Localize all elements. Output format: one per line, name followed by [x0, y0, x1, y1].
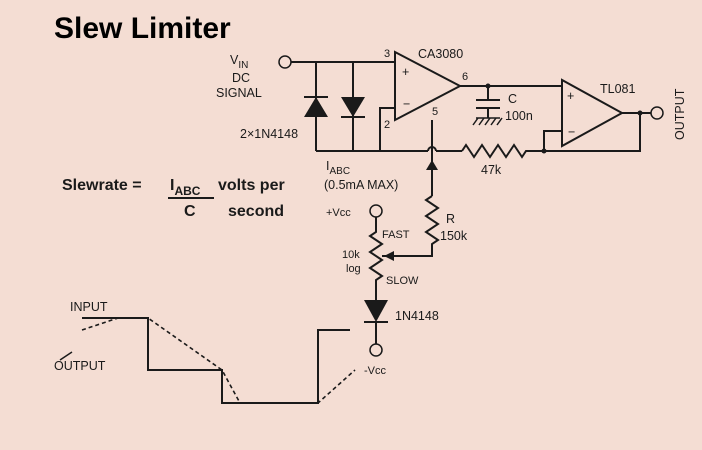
input-terminal — [278, 55, 292, 69]
ota-label: CA3080 — [418, 47, 463, 61]
ota-ca3080: + − — [394, 50, 463, 122]
svg-text:volts per: volts per — [218, 177, 285, 194]
diode-bottom — [364, 300, 388, 344]
feedback-wire — [543, 113, 641, 152]
svg-text:IABC: IABC — [170, 177, 201, 198]
svg-text:SIGNAL: SIGNAL — [216, 86, 262, 100]
svg-text:(0.5mA MAX): (0.5mA MAX) — [324, 178, 398, 192]
svg-text:DC: DC — [232, 71, 250, 85]
diode-bottom-label: 1N4148 — [395, 309, 439, 323]
pot-fast-label: FAST — [382, 229, 410, 241]
waveform-output-label: OUTPUT — [54, 359, 106, 373]
opamp-label: TL081 — [600, 82, 635, 96]
svg-text:second: second — [228, 203, 284, 220]
svg-text:+: + — [567, 89, 574, 103]
pot-slow-label: SLOW — [386, 275, 419, 287]
capacitor-c — [472, 86, 503, 126]
page-title: Slew Limiter — [54, 12, 231, 45]
iabc-arrow — [426, 160, 438, 170]
svg-text:+: + — [402, 65, 409, 79]
output-label: OUTPUT — [673, 88, 687, 140]
vcc-neg-label: -Vcc — [364, 365, 387, 377]
slewrate-formula: Slewrate = IABC C volts per second — [62, 177, 285, 220]
svg-text:−: − — [403, 97, 410, 111]
pin-6: 6 — [462, 71, 468, 83]
capacitor-label: C — [508, 92, 517, 106]
vcc-neg-terminal — [369, 343, 383, 357]
svg-text:Slewrate =: Slewrate = — [62, 177, 142, 194]
pot-taper: log — [346, 263, 361, 275]
svg-text:C: C — [184, 203, 196, 220]
resistor-r-150k — [382, 195, 440, 257]
capacitor-value: 100n — [505, 109, 533, 123]
waveform-input-label: INPUT — [70, 300, 108, 314]
svg-text:−: − — [568, 125, 575, 139]
iabc-label: IABC (0.5mA MAX) — [324, 159, 398, 192]
output-waveform — [81, 317, 356, 404]
inv-input-wire — [379, 107, 395, 151]
diode-pair — [304, 62, 365, 151]
pin-2: 2 — [384, 119, 390, 131]
vcc-pos-label: +Vcc — [326, 207, 351, 219]
input-label: VIN DC SIGNAL — [216, 53, 262, 100]
resistor-47k — [461, 143, 544, 159]
resistor-47k-label: 47k — [481, 163, 502, 177]
output-terminal — [650, 106, 664, 120]
svg-text:VIN: VIN — [230, 53, 248, 71]
opamp-tl081: + − — [561, 78, 625, 148]
resistor-r-value: 150k — [440, 229, 468, 243]
input-waveform — [82, 317, 350, 404]
svg-text:IABC: IABC — [326, 159, 350, 177]
resistor-r-label: R — [446, 212, 455, 226]
pin-3: 3 — [384, 48, 390, 60]
pin-5: 5 — [432, 106, 438, 118]
pot-wiper-arrow — [384, 251, 394, 261]
pot-value: 10k — [342, 249, 360, 261]
diodes-label: 2×1N4148 — [240, 127, 298, 141]
potentiometer-10k — [368, 217, 384, 300]
vcc-pos-terminal — [369, 204, 383, 218]
